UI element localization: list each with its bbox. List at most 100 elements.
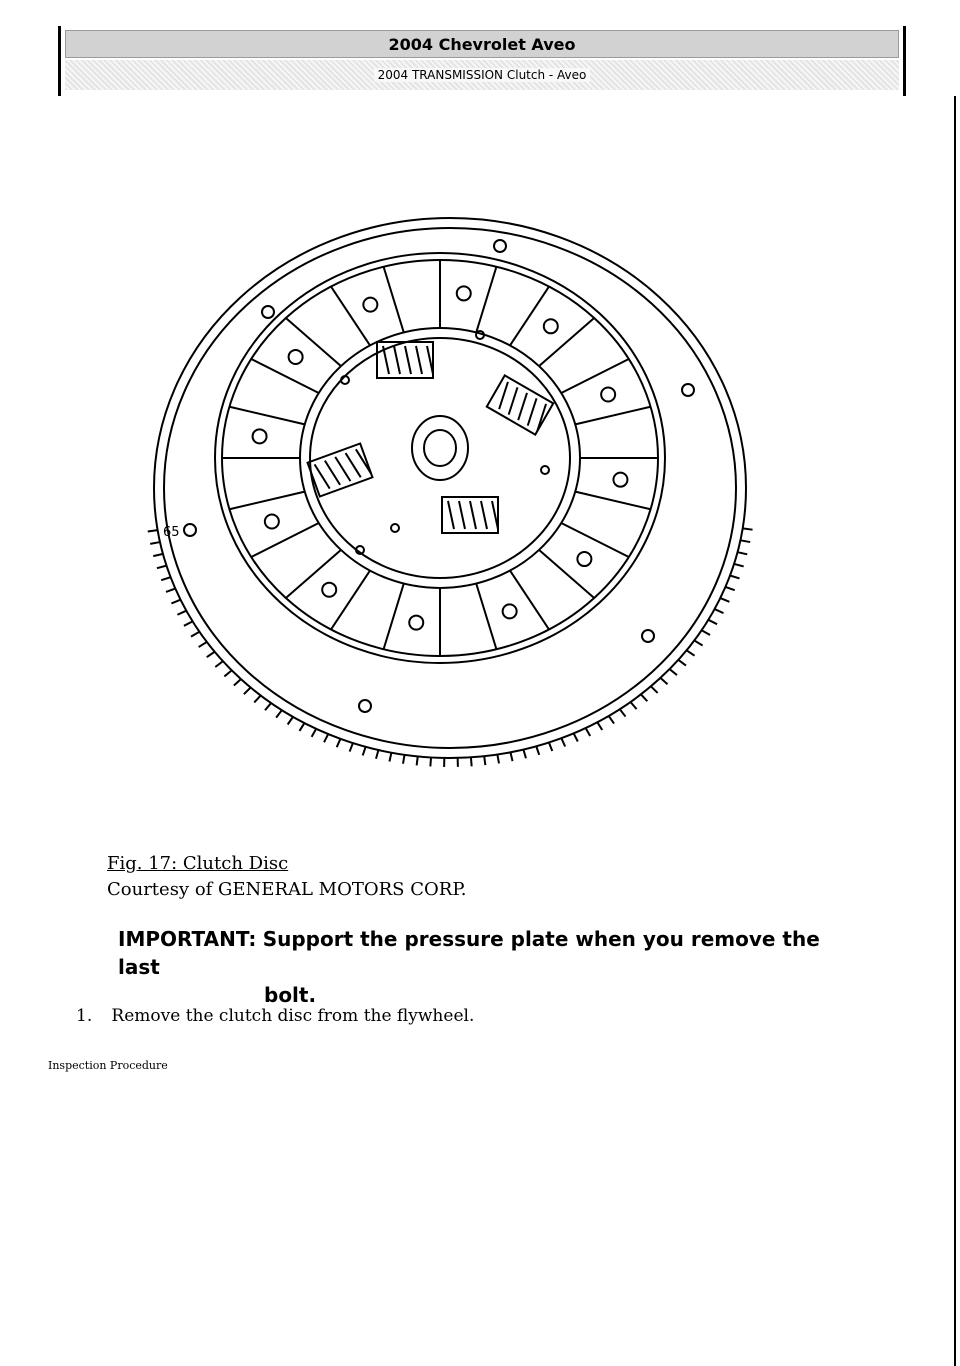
flywheel-tooth xyxy=(254,696,260,703)
splined-hub-outer xyxy=(412,416,468,480)
flywheel-tooth xyxy=(417,756,418,765)
flywheel-tooth xyxy=(153,554,163,556)
damper-spring-coil xyxy=(383,346,389,374)
flywheel-tooth xyxy=(708,620,717,624)
damper-spring-coil xyxy=(459,501,465,529)
flywheel-tooth xyxy=(497,755,499,764)
friction-segment-line xyxy=(384,267,404,333)
disc-rivet xyxy=(253,429,267,443)
flywheel-outer-edge xyxy=(154,218,746,758)
hub-rivet xyxy=(541,466,549,474)
flywheel-tooth xyxy=(743,528,753,529)
clutch-disc-illustration: 65 xyxy=(0,0,960,800)
important-line-2: bolt. xyxy=(118,981,848,1009)
figure-courtesy: Courtesy of GENERAL MOTORS CORP. xyxy=(107,879,467,900)
flywheel-bolt-hole xyxy=(494,240,506,252)
flywheel-tooth xyxy=(586,728,591,736)
friction-segment-line xyxy=(331,571,370,630)
friction-segment-line xyxy=(510,571,549,630)
flywheel-tooth xyxy=(389,753,391,762)
flywheel-tooth xyxy=(620,709,626,716)
friction-segment-line xyxy=(476,584,496,650)
flywheel-tooth xyxy=(363,747,366,756)
flywheel-tooth xyxy=(734,564,744,567)
damper-spring-coil xyxy=(448,501,454,529)
flywheel-tooth xyxy=(630,702,636,709)
flywheel-bolt-hole xyxy=(359,700,371,712)
friction-segment-line xyxy=(251,523,319,557)
disc-rivet xyxy=(613,473,627,487)
flywheel-tooth xyxy=(276,710,282,717)
flywheel-tooth xyxy=(597,722,602,730)
flywheel-tooth xyxy=(191,632,199,637)
flywheel-tooth xyxy=(244,688,251,695)
flywheel-tooth xyxy=(687,650,695,655)
flywheel-tooth xyxy=(166,589,175,592)
flywheel-tooth xyxy=(150,542,160,544)
friction-inner-edge xyxy=(300,328,580,588)
flywheel-tooth xyxy=(660,678,667,684)
flywheel-tooth xyxy=(177,611,186,615)
flywheel-tooth xyxy=(678,660,686,666)
flywheel-tooth xyxy=(312,729,317,737)
friction-segment-line xyxy=(229,407,304,425)
damper-spring-coil xyxy=(481,501,487,529)
damper-spring-coil xyxy=(503,387,522,414)
friction-segment-line xyxy=(561,359,629,393)
step-number: 1. xyxy=(76,1006,106,1026)
friction-segment-line xyxy=(539,550,594,598)
flywheel-ring xyxy=(154,218,746,758)
disc-hub xyxy=(308,331,570,578)
friction-segment-line xyxy=(575,492,650,510)
flywheel-tooth xyxy=(549,742,552,750)
flywheel-teeth xyxy=(148,528,753,767)
clutch-disc xyxy=(215,253,665,663)
friction-segment-line xyxy=(561,523,629,557)
damper-spring xyxy=(377,342,433,378)
flywheel-inner-edge xyxy=(164,228,736,748)
damper-spring-coil xyxy=(513,393,532,420)
disc-rivet xyxy=(265,515,279,529)
friction-segment-line xyxy=(476,267,496,333)
damper-spring-coil xyxy=(416,346,422,374)
figure-label: Fig. 17: Clutch Disc xyxy=(107,851,467,877)
flywheel-bolt-hole xyxy=(262,306,274,318)
flywheel-tooth xyxy=(299,723,304,731)
flywheel-tooth xyxy=(234,679,241,685)
friction-segment-line xyxy=(575,407,650,425)
flywheel-tooth xyxy=(561,738,565,746)
damper-spring-coil xyxy=(532,404,551,431)
splined-hub-inner xyxy=(424,430,456,466)
flywheel-tooth xyxy=(694,640,702,645)
flywheel-tooth xyxy=(171,600,180,604)
friction-segment-line xyxy=(251,359,319,393)
disc-rivet xyxy=(457,286,471,300)
friction-segment-line xyxy=(286,318,341,366)
flywheel-tooth xyxy=(288,717,293,725)
disc-rivet xyxy=(601,387,615,401)
disc-rivet xyxy=(289,350,303,364)
flywheel-tooth xyxy=(157,566,167,569)
flywheel-tooth xyxy=(702,630,710,635)
flywheel-tooth xyxy=(725,587,734,590)
disc-rivet xyxy=(544,319,558,333)
flywheel-tooth xyxy=(376,750,378,759)
flywheel-tooth xyxy=(471,757,472,766)
friction-segment-line xyxy=(286,550,341,598)
damper-spring-coil xyxy=(523,398,542,425)
flywheel-tooth xyxy=(224,670,231,676)
flywheel-tooth xyxy=(641,694,647,701)
damper-spring-coil xyxy=(405,346,411,374)
important-tag: IMPORTANT: xyxy=(118,927,256,951)
damper-spring-coil xyxy=(494,382,513,409)
damper-spring xyxy=(308,444,373,497)
flywheel-tooth xyxy=(324,734,328,742)
friction-segment-line xyxy=(384,584,404,650)
flywheel-tooth xyxy=(510,752,512,761)
disc-rivet xyxy=(503,604,517,618)
disc-rivet xyxy=(363,298,377,312)
flywheel-tooth xyxy=(609,716,614,724)
damper-spring-coil xyxy=(394,346,400,374)
friction-segment-line xyxy=(331,287,370,346)
flywheel-bolt-hole xyxy=(642,630,654,642)
